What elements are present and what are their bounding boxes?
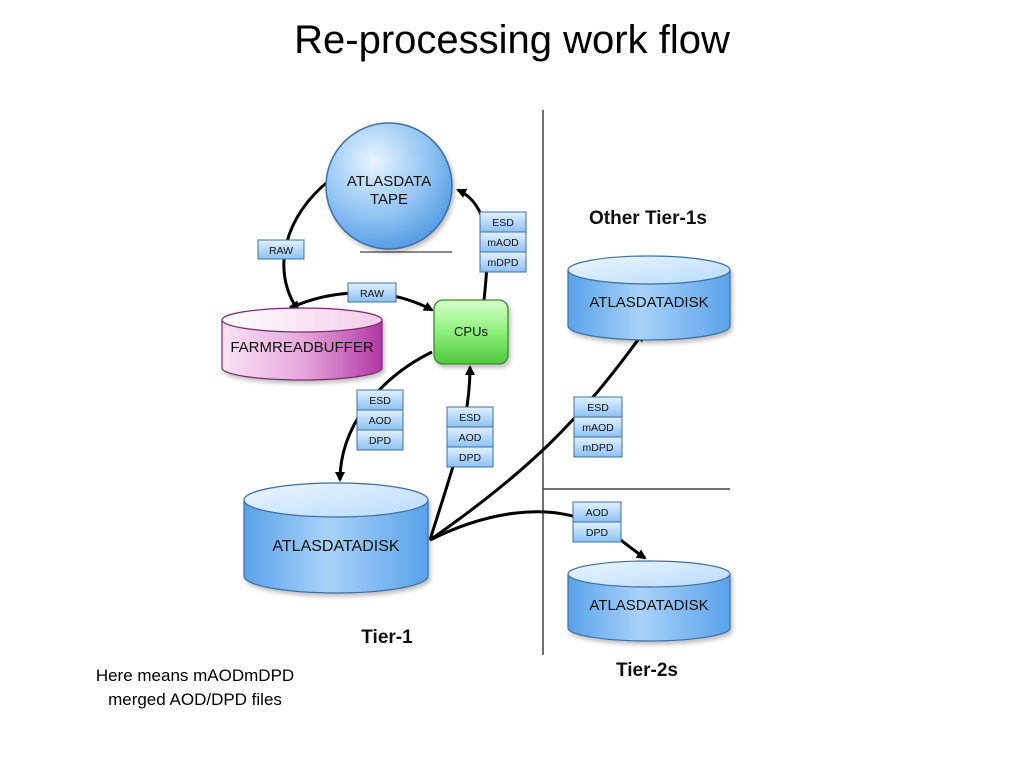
region-label-tier1: Tier-1 [361, 627, 413, 648]
region-label-tier2s: Tier-2s [616, 660, 678, 681]
other-tier1-disk-label: ATLASDATADISK [589, 294, 708, 311]
data-stack-disk-to-cpu-item: DPD [459, 452, 482, 464]
cpus-node [433, 299, 509, 365]
data-stack-cpu-to-disk-item: AOD [369, 415, 392, 427]
data-stack-disk-to-tier2-item: DPD [586, 527, 609, 539]
footnote-line-2: merged AOD/DPD files [108, 690, 282, 709]
data-box-raw-2-label: RAW [360, 288, 384, 300]
data-stack-cpu-to-tape-item: mDPD [488, 257, 519, 269]
data-stack-disk-to-cpu-item: ESD [459, 412, 481, 424]
data-stack-disk-to-other-tier1-item: mDPD [583, 442, 614, 454]
data-stack-cpu-to-disk-item: DPD [369, 435, 392, 447]
data-stack-cpu-to-tape: ESD mAOD mDPD [479, 211, 527, 273]
data-stack-disk-to-tier2-item: AOD [586, 507, 609, 519]
data-box-raw-2: RAW [347, 282, 397, 303]
data-stack-disk-to-other-tier1: ESD mAOD mDPD [573, 396, 623, 458]
tier2-disk-label: ATLASDATADISK [589, 597, 708, 614]
farmreadbuffer-node [221, 307, 383, 381]
data-stack-disk-to-tier2: AOD DPD [572, 501, 622, 543]
tier1-disk-node [243, 482, 429, 594]
arrow-disk-to-other-tier1 [429, 331, 645, 542]
footnote-line-1: Here means mAODmDPD [95, 666, 295, 685]
data-stack-cpu-to-tape-item: mAOD [487, 237, 519, 249]
data-box-raw-1: RAW [257, 239, 305, 260]
footnote: Here means mAODmDPD merged AOD/DPD files [60, 664, 330, 712]
data-stack-disk-to-cpu: ESD AOD DPD [446, 406, 494, 468]
tape-label-line1: ATLASDATA [347, 173, 431, 190]
other-tier1-disk-node [567, 255, 731, 341]
tier2-disk-node [567, 560, 731, 642]
data-stack-cpu-to-tape-item: ESD [492, 217, 514, 229]
tier1-disk-label: ATLASDATADISK [272, 538, 399, 555]
cpus-label: CPUs [454, 324, 488, 339]
data-box-raw-1-label: RAW [269, 245, 293, 257]
data-stack-cpu-to-disk: ESD AOD DPD [356, 389, 404, 451]
data-stack-cpu-to-disk-item: ESD [369, 395, 391, 407]
data-stack-disk-to-cpu-item: AOD [459, 432, 482, 444]
region-label-other-tier1s: Other Tier-1s [589, 208, 707, 229]
tape-label-line2: TAPE [370, 191, 408, 208]
farmreadbuffer-label: FARMREADBUFFER [230, 339, 374, 356]
tape-node [325, 122, 453, 250]
data-stack-disk-to-other-tier1-item: mAOD [582, 422, 614, 434]
data-stack-disk-to-other-tier1-item: ESD [587, 402, 609, 414]
slide-title: Re-processing work flow [294, 18, 730, 62]
